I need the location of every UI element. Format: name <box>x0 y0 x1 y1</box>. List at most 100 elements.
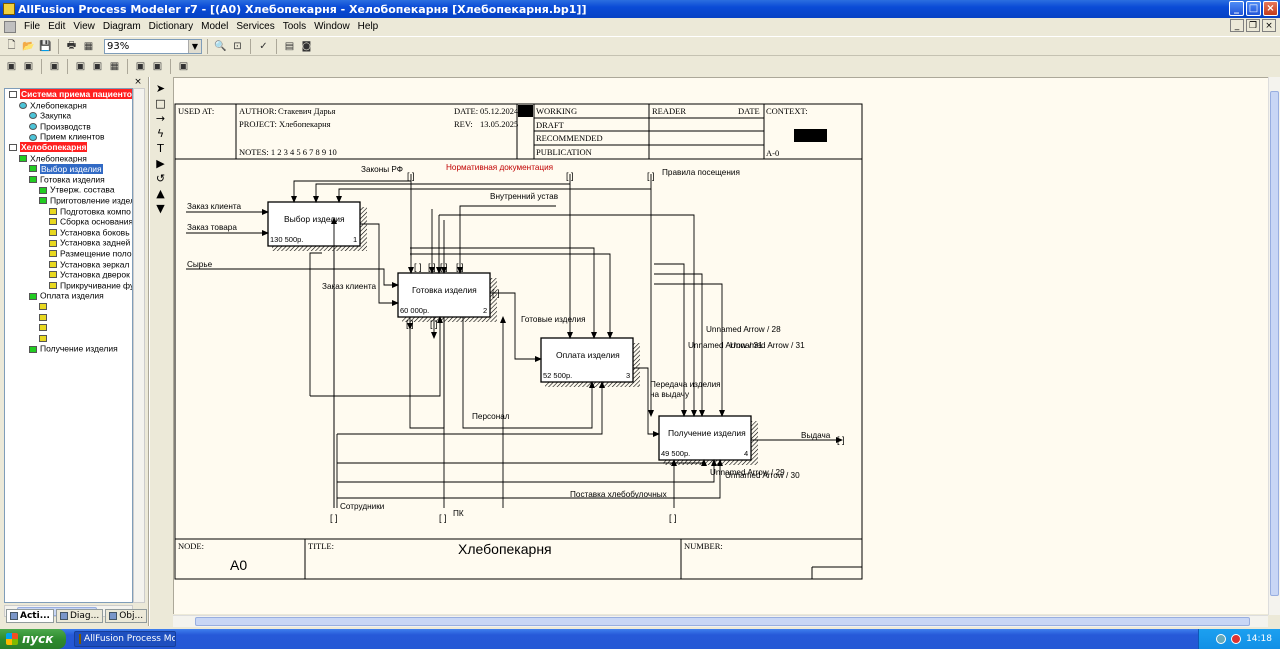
tree-item[interactable]: Установка задней <box>5 237 132 248</box>
document-icon[interactable] <box>4 20 16 33</box>
arrow-lines[interactable] <box>186 174 843 508</box>
tree-item[interactable]: Установка боковь <box>5 227 132 238</box>
navigator-icon[interactable]: ◙ <box>301 40 312 52</box>
text-tool-icon[interactable]: T <box>157 142 164 155</box>
start-button[interactable]: пуск <box>0 629 66 649</box>
maximize-button[interactable]: □ <box>1246 1 1261 16</box>
tree-item[interactable] <box>5 301 132 312</box>
box-tool-icon[interactable]: □ <box>155 97 166 110</box>
tree-item[interactable]: Установка зеркал <box>5 259 132 270</box>
tab-objects[interactable]: Obj... <box>105 609 148 623</box>
go-parent-icon[interactable]: ▲ <box>156 187 165 200</box>
pointer-tool-icon[interactable]: ➤ <box>155 82 166 95</box>
mdi-restore-button[interactable]: ❐ <box>1246 19 1260 32</box>
tree-item[interactable]: Хелобопекарня <box>5 142 132 153</box>
tree-item[interactable]: Получение изделия <box>5 343 132 354</box>
menu-dictionary[interactable]: Dictionary <box>148 21 194 32</box>
status-working: WORKING <box>536 106 577 116</box>
toolbar-separator <box>41 58 42 74</box>
menu-view[interactable]: View <box>73 21 95 32</box>
undo-icon[interactable]: ↺ <box>155 172 166 185</box>
close-button[interactable]: × <box>1263 1 1278 16</box>
canvas-horizontal-scrollbar[interactable] <box>173 615 1268 627</box>
options-icon[interactable]: ▣ <box>178 60 189 72</box>
paste-icon[interactable]: ▣ <box>92 60 103 72</box>
palette-icon[interactable]: ▦ <box>83 40 94 52</box>
mdi-close-button[interactable]: × <box>1262 19 1276 32</box>
diagram-canvas[interactable]: USED AT: AUTHOR: Стакевич Дарья PROJECT:… <box>173 77 1268 614</box>
svg-text:[ ]: [ ] <box>566 171 574 181</box>
menu-window[interactable]: Window <box>314 21 350 32</box>
properties-icon[interactable]: ▣ <box>135 60 146 72</box>
squiggle-tool-icon[interactable]: ϟ <box>156 127 165 140</box>
copy-icon[interactable]: ▣ <box>75 60 86 72</box>
tree-item[interactable]: Хлебопекарня <box>5 100 132 111</box>
new-icon[interactable]: 🗋 <box>7 39 16 51</box>
go-child-icon[interactable]: ▶ <box>156 157 165 170</box>
tree-item[interactable]: Утверж. состава <box>5 184 132 195</box>
tree-item[interactable]: Прикручивание фу <box>5 280 132 291</box>
activity-box-4[interactable]: Получение изделия 49 500р. 4 <box>658 415 758 465</box>
tree-item[interactable]: Приготовление издел <box>5 195 132 206</box>
mdi-minimize-button[interactable]: _ <box>1230 19 1244 32</box>
tree-item[interactable]: Оплата изделия <box>5 290 132 301</box>
print-icon[interactable]: 🖶 <box>66 39 77 51</box>
minimize-button[interactable]: _ <box>1229 1 1244 16</box>
tree-item[interactable]: Прием клиентов <box>5 131 132 142</box>
tree-item[interactable] <box>5 311 132 322</box>
tree-item[interactable] <box>5 322 132 333</box>
zoom-select[interactable]: 93% ▼ <box>104 38 202 54</box>
tree-item[interactable]: Система приема пациентов <box>5 89 132 100</box>
activity-icon <box>29 112 37 120</box>
grid-icon[interactable]: ▦ <box>109 60 120 72</box>
activity-icon <box>19 154 27 162</box>
date-label: DATE: <box>454 106 478 116</box>
find-icon[interactable]: ▣ <box>152 60 163 72</box>
go-sibling-icon[interactable]: ▼ <box>156 202 165 215</box>
menu-services[interactable]: Services <box>236 21 275 32</box>
tree-item[interactable] <box>5 333 132 344</box>
tree-item[interactable]: Хлебопекарня <box>5 153 132 164</box>
model-explorer-icon[interactable]: ▤ <box>284 40 295 52</box>
activity-box-2[interactable]: Готовка изделия 60 000р. 2 <box>397 272 497 322</box>
menu-model[interactable]: Model <box>201 21 229 32</box>
lock-icon[interactable]: ▣ <box>23 60 34 72</box>
security-icon[interactable] <box>1231 634 1242 644</box>
open-icon[interactable]: 📂 <box>22 40 35 52</box>
menu-file[interactable]: File <box>24 21 41 32</box>
menu-edit[interactable]: Edit <box>48 21 66 32</box>
arrow-tool-icon[interactable]: → <box>155 112 166 125</box>
close-icon[interactable]: × <box>134 77 142 87</box>
spell-check-icon[interactable]: ✓ <box>259 40 268 52</box>
panel-splitter[interactable] <box>148 77 150 626</box>
tree-item[interactable]: Выбор изделия <box>5 163 132 174</box>
tree-item[interactable]: Закупка <box>5 110 132 121</box>
tree-item-label: Хлебопекарня <box>30 153 87 164</box>
menu-diagram[interactable]: Diagram <box>102 21 141 32</box>
menu-tools[interactable]: Tools <box>282 21 307 32</box>
arrow-label: Готовые изделия <box>521 315 586 324</box>
tab-diagrams[interactable]: Diag... <box>55 609 104 623</box>
tree-item[interactable]: Сборка основания <box>5 216 132 227</box>
activity-box-1[interactable]: Выбор изделия 130 500р. 1 <box>267 201 367 251</box>
tree-item[interactable]: Установка дверок <box>5 269 132 280</box>
menu-help[interactable]: Help <box>357 21 379 32</box>
tree-item[interactable]: Готовка изделия <box>5 174 132 185</box>
report-icon[interactable]: ▣ <box>6 60 17 72</box>
save-icon[interactable]: 💾 <box>39 40 52 52</box>
tree-item[interactable]: Подготовка компо <box>5 206 132 217</box>
network-icon[interactable] <box>1216 634 1227 644</box>
tree-item[interactable]: Размещение поло <box>5 248 132 259</box>
zoom-fit-icon[interactable]: ⊡ <box>233 40 242 52</box>
canvas-vertical-scrollbar[interactable] <box>1268 77 1280 615</box>
taskbar-item-allfusion[interactable]: AllFusion Process Mo... <box>74 631 176 647</box>
tree-item[interactable]: Производств <box>5 121 132 132</box>
tree-vertical-scrollbar[interactable] <box>133 88 145 603</box>
diagram-icon[interactable]: ▣ <box>49 60 60 72</box>
zoom-icon[interactable]: 🔍 <box>214 40 227 52</box>
chevron-down-icon[interactable]: ▼ <box>188 39 201 53</box>
activity-icon <box>49 250 57 258</box>
activity-box-3[interactable]: Оплата изделия 52 500р. 3 <box>540 337 640 387</box>
tab-activities[interactable]: Acti... <box>6 609 54 623</box>
